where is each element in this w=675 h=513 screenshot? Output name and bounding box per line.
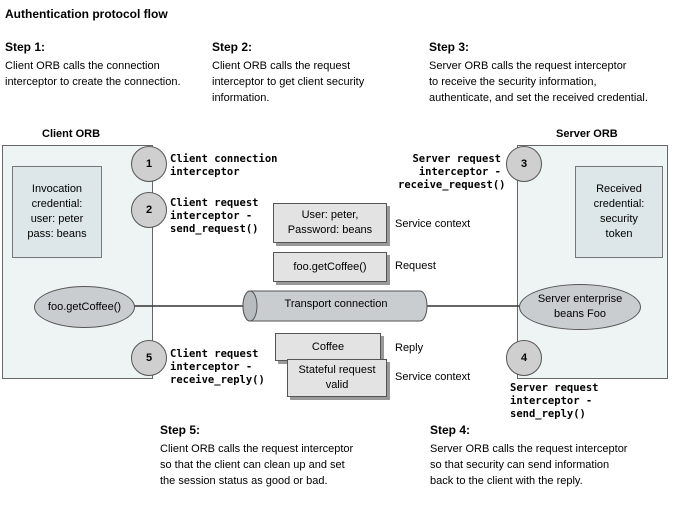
interceptor-1-circle: 1 [131, 146, 167, 182]
step-5-line: the session status as good or bad. [160, 475, 328, 487]
step-2-line: interceptor to get client security [212, 76, 365, 88]
step-2: Step 2: Client ORB calls the request int… [212, 40, 412, 106]
step-2-heading: Step 2: [212, 40, 253, 54]
step-3-heading: Step 3: [429, 40, 470, 54]
service-context-reply-label: Service context [395, 371, 471, 383]
transport-connection-label: Transport connection [284, 298, 388, 310]
step-4-line: so that security can send information [430, 459, 610, 471]
step-5-line: Client ORB calls the request interceptor [160, 443, 354, 455]
diagram-title: Authentication protocol flow [5, 7, 168, 21]
interceptor-2-circle: 2 [131, 192, 167, 228]
service-context-reply-box: Stateful request valid [287, 359, 387, 397]
client-orb-label: Client ORB [42, 128, 101, 140]
step-3-line: authenticate, and set the received crede… [429, 92, 648, 104]
interceptor-5-circle: 5 [131, 340, 167, 376]
step-4: Step 4: Server ORB calls the request int… [430, 423, 670, 489]
step-1-heading: Step 1: [5, 40, 46, 54]
interceptor-4-label: Server request interceptor - send_reply(… [510, 382, 599, 420]
step-1-line: Client ORB calls the connection [5, 60, 160, 72]
step-3-line: to receive the security information, [429, 76, 597, 88]
request-label: Request [395, 260, 436, 272]
received-credential: Received credential: security token [575, 166, 663, 258]
transport-pipe-end [242, 290, 258, 322]
service-context-request-box: User: peter, Password: beans [273, 203, 387, 243]
reply-box: Coffee [275, 333, 381, 361]
step-1-line: interceptor to create the connection. [5, 76, 181, 88]
invocation-credential: Invocation credential: user: peter pass:… [12, 166, 102, 258]
interceptor-4-circle: 4 [506, 340, 542, 376]
interceptor-3-label: Server request interceptor - receive_req… [398, 153, 506, 191]
step-1: Step 1: Client ORB calls the connection … [5, 40, 210, 90]
client-object-ellipse: foo.getCoffee() [34, 286, 135, 328]
interceptor-3-circle: 3 [506, 146, 542, 182]
interceptor-2-label: Client request interceptor - send_reques… [170, 197, 259, 235]
step-5-heading: Step 5: [160, 423, 201, 437]
step-5: Step 5: Client ORB calls the request int… [160, 423, 400, 489]
step-3: Step 3: Server ORB calls the request int… [429, 40, 675, 106]
interceptor-1-label: Client connection interceptor [170, 153, 278, 178]
step-4-line: back to the client with the reply. [430, 475, 583, 487]
step-2-line: Client ORB calls the request [212, 60, 351, 72]
service-context-request-label: Service context [395, 218, 471, 230]
reply-label: Reply [395, 342, 424, 354]
step-5-line: so that the client can clean up and set [160, 459, 345, 471]
server-enterprise-beans-ellipse: Server enterprise beans Foo [519, 284, 641, 330]
server-orb-label: Server ORB [556, 128, 618, 140]
request-box: foo.getCoffee() [273, 252, 387, 282]
step-2-line: information. [212, 92, 270, 104]
step-4-heading: Step 4: [430, 423, 471, 437]
step-4-line: Server ORB calls the request interceptor [430, 443, 628, 455]
interceptor-5-label: Client request interceptor - receive_rep… [170, 348, 265, 386]
step-3-line: Server ORB calls the request interceptor [429, 60, 627, 72]
